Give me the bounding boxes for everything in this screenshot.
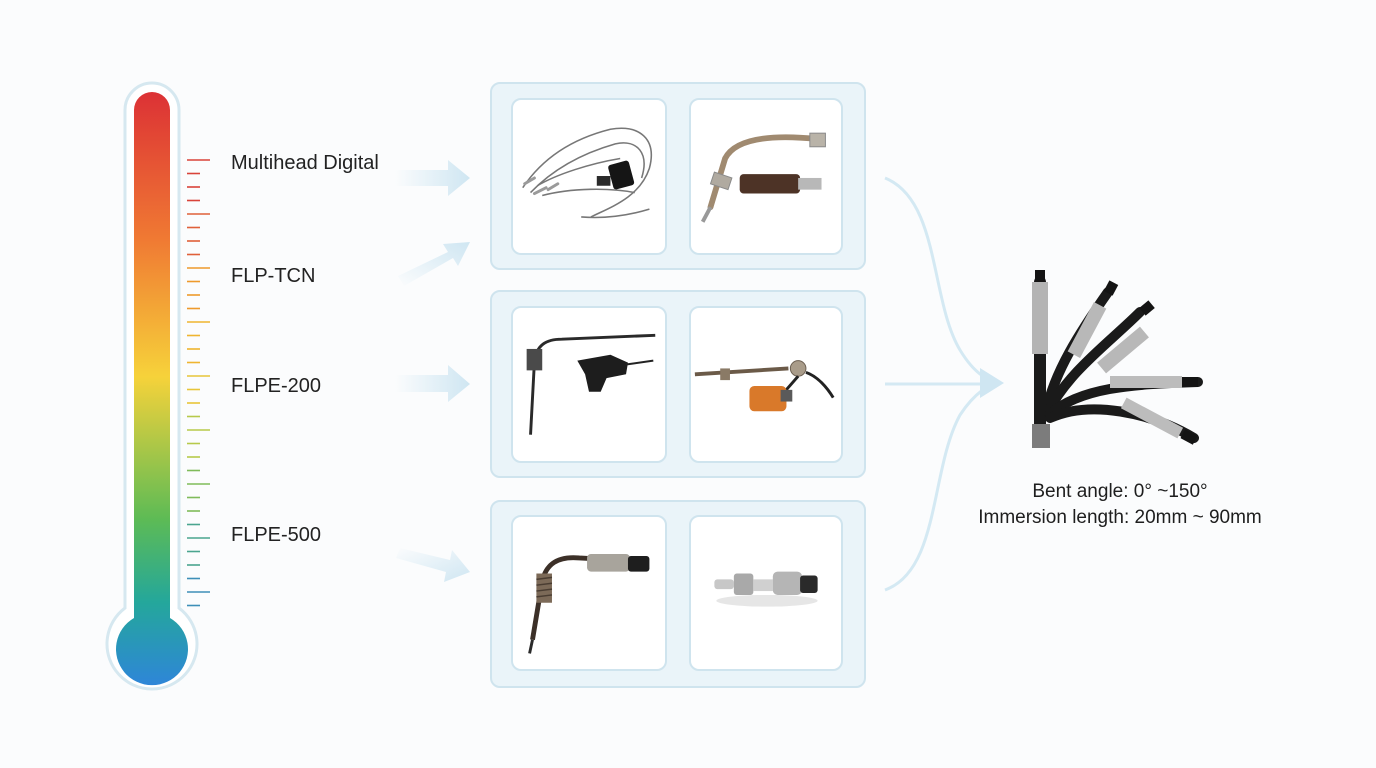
merge-arrowhead [980, 368, 1004, 398]
arrow-flpe-200 [395, 365, 470, 402]
product-bent-probe-with-clip[interactable] [511, 306, 667, 463]
fan-of-bent-probes-image [1032, 270, 1203, 448]
arrow-multihead [395, 160, 470, 196]
scale-label-flpe-200: FLPE-200 [231, 375, 322, 397]
thermometer-scale [187, 159, 210, 607]
scale-label-multihead-digital: Multihead Digital [231, 152, 379, 174]
spec-bent-angle: Bent angle: 0° ~150° [1032, 481, 1208, 502]
product-multihead-sensor-harness[interactable] [511, 98, 667, 255]
scale-label-flpe-500: FLPE-500 [231, 524, 322, 546]
spec-immersion-length: Immersion length: 20mm ~ 90mm [978, 507, 1262, 528]
product-curved-probe-threaded[interactable] [511, 515, 667, 671]
scale-label-flp-tcn: FLP-TCN [231, 265, 316, 287]
product-compact-probe-photo[interactable] [689, 515, 843, 671]
product-straight-probe-orange-connector[interactable] [689, 306, 843, 463]
arrow-flp-tcn [398, 242, 470, 286]
arrow-flpe-500 [396, 548, 470, 582]
merge-curve-top [884, 176, 1001, 384]
thermometer-icon [105, 81, 199, 691]
product-bent-probe-with-connector[interactable] [689, 98, 843, 255]
